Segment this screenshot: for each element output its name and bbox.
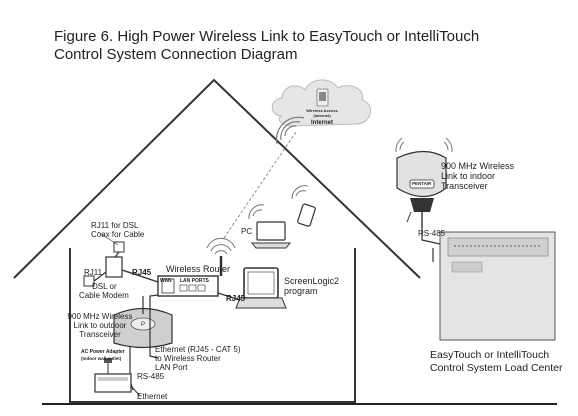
house-roof bbox=[13, 78, 421, 279]
ethernet-note-line2: to Wireless Router bbox=[155, 354, 221, 363]
cloud-caption-line1: Wireless Access bbox=[306, 108, 338, 113]
indoor-transceiver-line3: Transceiver bbox=[441, 181, 488, 191]
ethernet-bottom-cable bbox=[130, 385, 141, 397]
rj11-dsl-label: RJ11 for DSL bbox=[91, 221, 139, 230]
smartphone-icon bbox=[291, 185, 316, 227]
figure-title-line1: Figure 6. High Power Wireless Link to Ea… bbox=[54, 28, 480, 45]
wan-port-label: WAN bbox=[160, 278, 172, 284]
wireless-router-icon bbox=[157, 237, 236, 297]
rs485-outdoor-cable bbox=[421, 228, 441, 245]
cable-modem-icon bbox=[83, 231, 159, 287]
house-outline bbox=[69, 248, 356, 403]
ac-adapter-label-line2: (Indoor wall outlet) bbox=[81, 356, 122, 361]
load-center-panel bbox=[439, 231, 556, 341]
indoor-transceiver-line1: 900 MHz Wireless bbox=[441, 161, 515, 171]
ac-adapter-label-line1: AC Power Adapter bbox=[81, 349, 125, 355]
router-to-cloud-link bbox=[223, 131, 297, 239]
router-to-monitor-cable bbox=[217, 292, 241, 301]
outdoor-transceiver-line1: 900 MHz Wireless bbox=[67, 312, 133, 321]
ac-adapter-icon bbox=[94, 358, 132, 393]
load-center-label-line1: EasyTouch or IntelliTouch bbox=[430, 349, 550, 361]
outdoor-transceiver-line2: Link to outdoor bbox=[73, 321, 127, 330]
rs485-indoor-label: RS-485 bbox=[137, 372, 165, 381]
cable-modem-label: Cable Modem bbox=[79, 291, 129, 300]
dsl-or-label: DSL or bbox=[92, 282, 117, 291]
screenlogic-label-line1: ScreenLogic2 bbox=[284, 276, 340, 286]
wireless-router-label: Wireless Router bbox=[166, 264, 231, 274]
rj11-label: RJ11 bbox=[84, 268, 103, 277]
outdoor-transceiver-icon: P bbox=[113, 296, 173, 349]
internet-label: Internet bbox=[310, 120, 333, 126]
outdoor-transceiver-line3: Transceiver bbox=[79, 330, 121, 339]
ethernet-cable-to-router bbox=[149, 294, 159, 359]
rj45-modem-label: RJ45 bbox=[132, 268, 152, 277]
internet-cloud bbox=[271, 79, 371, 127]
svg-text:P: P bbox=[141, 322, 145, 328]
pentair-logo: PENTAIR bbox=[412, 181, 432, 186]
laptop-pc-icon bbox=[248, 204, 292, 249]
rs485-outdoor-label: RS-485 bbox=[418, 229, 446, 238]
rj45-router-label: RJ45 bbox=[226, 294, 246, 303]
lan-ports-label: LAN PORTS bbox=[180, 278, 209, 284]
cloud-caption-line2: (Internet) bbox=[313, 113, 331, 118]
indoor-transceiver-icon bbox=[395, 137, 453, 228]
figure-title-line2: Control System Connection Diagram bbox=[54, 46, 298, 63]
monitor-icon bbox=[235, 267, 287, 309]
coax-cable-label: Coax for Cable bbox=[91, 230, 145, 239]
pc-label: PC bbox=[241, 227, 253, 236]
screenlogic-label-line2: program bbox=[284, 286, 318, 296]
ethernet-note-line3: LAN Port bbox=[155, 363, 188, 372]
cloud-signal-icon bbox=[275, 116, 305, 145]
ethernet-note-line1: Ethernet (RJ45 - CAT 5) bbox=[155, 345, 241, 354]
load-center-label-line2: Control System Load Center bbox=[430, 362, 563, 374]
ethernet-bottom-label: Ethernet bbox=[137, 392, 168, 401]
indoor-transceiver-line2: Link to indoor bbox=[441, 171, 496, 181]
